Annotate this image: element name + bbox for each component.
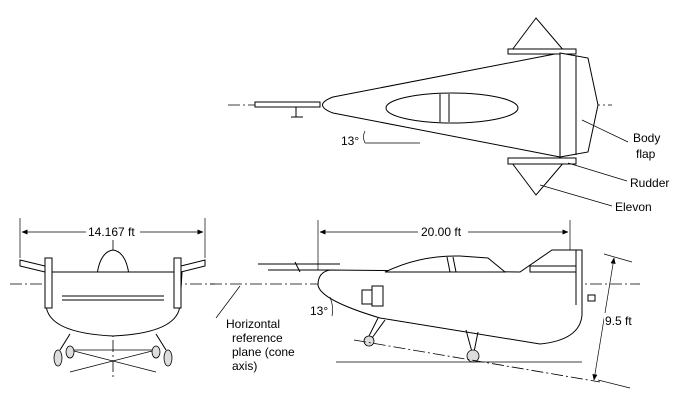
front-view: 14.167 ft (10, 218, 215, 378)
canopy-side (384, 255, 507, 273)
left-wheel (53, 349, 63, 367)
canopy-front (96, 249, 130, 276)
ref-plane-label-2: reference (232, 331, 283, 345)
rudder-leader (567, 162, 628, 182)
ref-plane-label-1: Horizontal (226, 317, 280, 331)
canopy-top (385, 92, 519, 124)
elevon-label: Elevon (615, 200, 652, 214)
rudder-side (529, 265, 577, 273)
reference-plane-leader (215, 285, 241, 319)
length-label: 20.00 ft (421, 225, 462, 239)
rudder-label: Rudder (630, 176, 669, 190)
top-angle-label: 13° (341, 134, 359, 148)
ref-plane-label-4: axis) (232, 359, 257, 373)
right-fin (173, 257, 182, 309)
top-view: 13° Body flap Rudder Elevon (228, 17, 669, 214)
upper-fin (511, 17, 567, 53)
left-fin (44, 257, 53, 309)
lower-rudder (507, 157, 577, 165)
body-flap-label-2: flap (636, 147, 656, 161)
nose-probe (254, 101, 321, 108)
body-flap (559, 52, 599, 158)
left-wingtip (19, 259, 46, 273)
height-label: 9.5 ft (605, 314, 632, 328)
span-label: 14.167 ft (88, 225, 135, 239)
upper-rudder (507, 48, 577, 55)
ground-line (353, 339, 601, 383)
fuselage-front (44, 271, 183, 337)
elevon-leader (539, 184, 613, 207)
side-hatch (371, 285, 384, 307)
right-wheel (163, 349, 173, 367)
reference-plane-callout: Horizontal reference plane (cone axis) (215, 285, 295, 373)
side-view: 20.00 ft 13° 9.5 ft (210, 220, 640, 389)
body-flap-label-1: Body (633, 131, 660, 145)
side-angle-label: 13° (310, 304, 328, 318)
nose-wheel (363, 335, 375, 347)
body-flap-leader (581, 119, 629, 143)
right-wingtip (180, 259, 206, 273)
ref-plane-label-3: plane (cone (232, 345, 295, 359)
fuselage-side (317, 249, 583, 345)
